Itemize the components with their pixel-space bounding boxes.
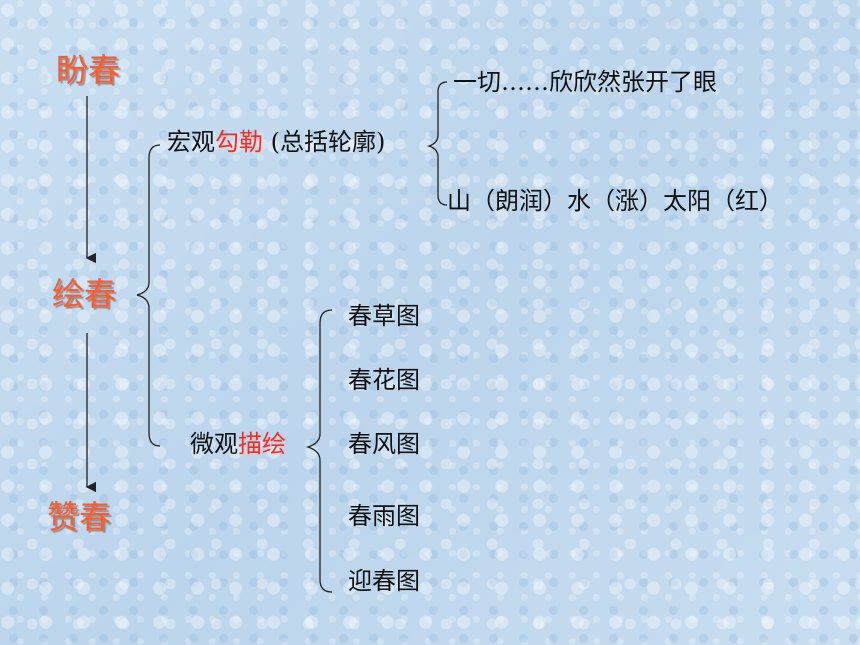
- micro-child-2: 春花图: [348, 366, 420, 394]
- macro-suffix: (总括轮廓): [263, 128, 386, 156]
- stage-label-pan: 盼春: [56, 51, 121, 89]
- macro-child-1: 一切……欣欣然张开了眼: [453, 68, 717, 96]
- micro-child-1: 春草图: [348, 302, 420, 330]
- stage-label-zan: 赞春: [47, 498, 112, 536]
- brace-macro: [426, 81, 448, 206]
- micro-highlight: 描绘: [238, 430, 286, 458]
- stage-label-hui: 绘春: [52, 275, 117, 313]
- macro-node: 宏观勾勒 (总括轮廓): [167, 130, 385, 154]
- micro-prefix: 微观: [190, 430, 238, 458]
- micro-child-4: 春雨图: [348, 502, 420, 530]
- micro-child-3: 春风图: [348, 430, 420, 458]
- brace-micro: [305, 309, 333, 593]
- brace-main: [136, 144, 161, 447]
- micro-child-5: 迎春图: [348, 567, 420, 595]
- macro-child-2: 山（朗润）水（涨）太阳（红）: [447, 187, 783, 215]
- macro-prefix: 宏观: [167, 128, 215, 156]
- micro-node: 微观描绘: [190, 432, 286, 456]
- macro-highlight: 勾勒: [215, 128, 263, 156]
